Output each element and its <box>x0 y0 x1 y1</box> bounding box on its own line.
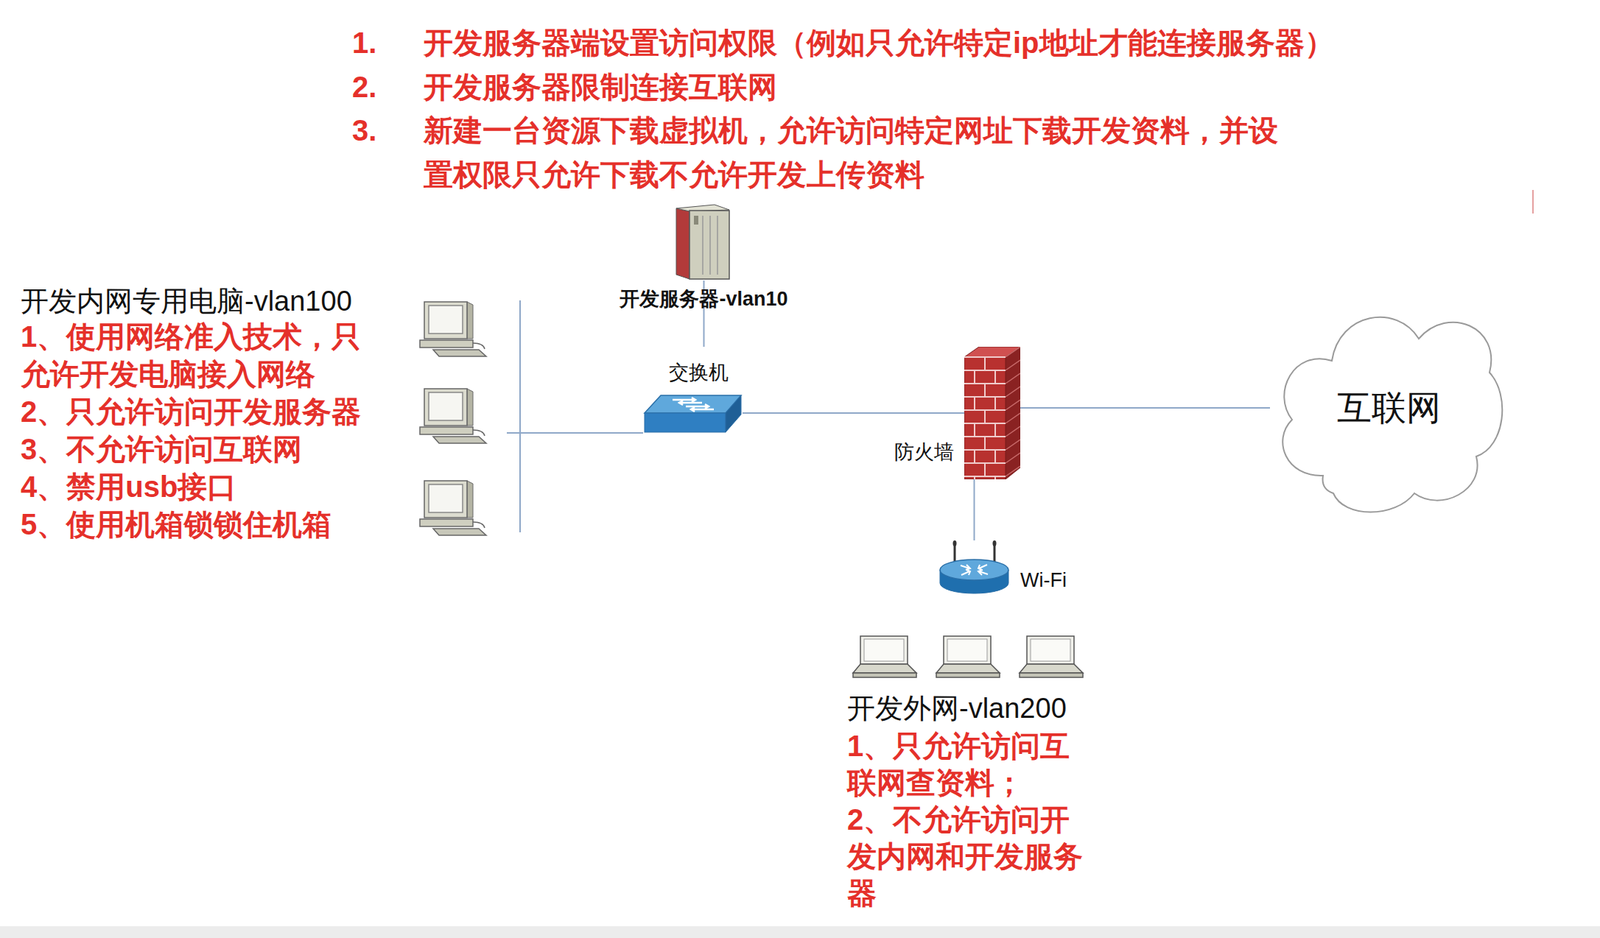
list-number: 2. <box>352 64 377 110</box>
device-icon <box>643 392 743 434</box>
device-label: 交换机 <box>668 361 729 384</box>
internet-cloud: 互联网 <box>1269 296 1508 521</box>
pc-icon <box>418 387 490 445</box>
network-link <box>506 432 644 434</box>
red-note: 5、使用机箱锁锁住机箱 <box>20 506 389 544</box>
cloud-label: 互联网 <box>1337 387 1441 429</box>
pc-icon-holder <box>418 387 490 445</box>
device-icon <box>938 540 1010 597</box>
network-link <box>742 412 965 414</box>
pc-icon <box>418 479 490 537</box>
switch-icon <box>643 392 743 434</box>
device-label: Wi-Fi <box>1020 569 1067 592</box>
device-label: 开发服务器-vlan10 <box>619 288 788 311</box>
server-note: 开发服务器限制连接互联网 <box>423 64 778 110</box>
network-link <box>1020 407 1270 409</box>
server-node: 开发服务器-vlan10 <box>673 204 735 281</box>
server-note: 开发服务器端设置访问权限（例如只允许特定ip地址才能连接服务器） <box>423 20 1335 65</box>
device-icon <box>673 204 735 281</box>
red-note: 4、禁用usb接口 <box>20 468 389 507</box>
bottom-band <box>0 926 1600 938</box>
laptop-icon-holder <box>847 634 1102 681</box>
list-number: 1. <box>352 20 377 65</box>
group-heading: 开发内网专用电脑-vlan100 <box>20 285 389 318</box>
router-icon <box>938 540 1010 597</box>
list-number: 3. <box>352 108 377 153</box>
switch-node: 交换机 <box>643 392 743 434</box>
red-note: 3、不允许访问互联网 <box>20 430 389 469</box>
red-note: 2、只允许访问开发服务器 <box>20 393 389 431</box>
red-note: 2、不允许访问开发内网和开发服务器 <box>847 801 1100 912</box>
red-note: 1、使用网络准入技术，只允许开发电脑接入网络 <box>20 318 389 394</box>
stray-mark <box>1532 190 1534 214</box>
lan-bus-line <box>519 300 521 533</box>
firewall-node: 防火墙 <box>964 346 1021 480</box>
wifi-group-node: 开发外网-vlan2001、只允许访问互联网查资料；2、不允许访问开发内网和开发… <box>847 634 1102 915</box>
firewall-icon <box>964 346 1021 480</box>
server-note: 新建一台资源下载虚拟机，允许访问特定网址下载开发资料，并设置权限只允许下载不允许… <box>423 108 1293 197</box>
pc-icon <box>418 300 490 358</box>
pc-icon-holder <box>418 479 490 537</box>
server-icon <box>673 204 735 281</box>
group-heading: 开发外网-vlan200 <box>847 692 1100 725</box>
pc-icon-holder <box>418 300 490 358</box>
device-icon <box>964 346 1021 480</box>
red-note: 1、只允许访问互联网查资料； <box>847 727 1100 802</box>
network-link <box>973 479 976 541</box>
device-label: 防火墙 <box>894 441 954 464</box>
laptop-icons <box>847 634 1102 681</box>
pc-group-node: 开发内网专用电脑-vlan1001、使用网络准入技术，只允许开发电脑接入网络2、… <box>20 285 507 582</box>
wifi-node: Wi-Fi <box>938 540 1010 597</box>
